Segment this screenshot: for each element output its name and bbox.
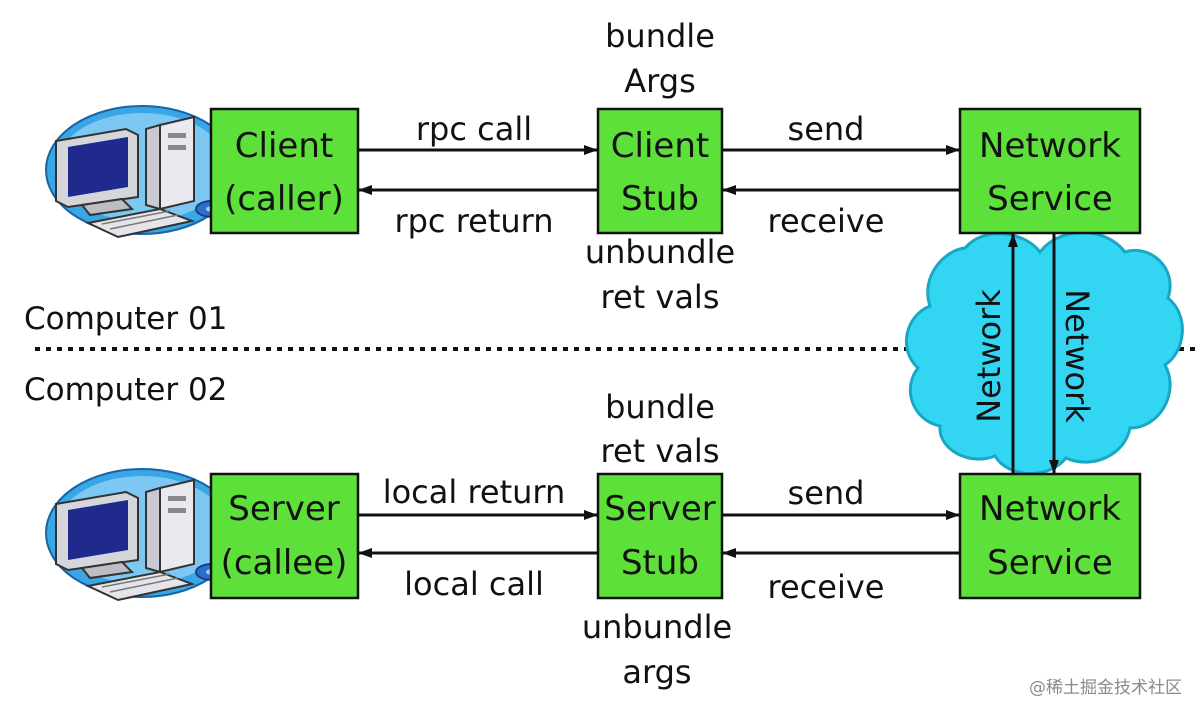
client-box: Client (caller): [209, 107, 360, 235]
svg-text:Service: Service: [987, 543, 1113, 583]
client-stub-box: Client Stub: [596, 107, 724, 235]
client-unbundle-note-line1: unbundle: [585, 233, 735, 271]
rpc-call-label: rpc call: [416, 110, 532, 148]
server-unbundle-note-line2: args: [622, 653, 691, 691]
local-call-label: local call: [404, 565, 544, 603]
network-down-label: Network: [1058, 289, 1096, 423]
client-bundle-note-line2: Args: [624, 62, 695, 100]
server-box: Server (callee): [209, 472, 360, 600]
computer-02-label: Computer 02: [24, 372, 227, 408]
network-cloud: [904, 231, 1184, 475]
svg-text:(caller): (caller): [224, 179, 344, 219]
svg-text:Network: Network: [979, 489, 1121, 529]
rpc-return-label: rpc return: [394, 202, 553, 240]
svg-text:Network: Network: [979, 126, 1121, 166]
svg-text:Stub: Stub: [621, 543, 699, 583]
network-service-top-box: Network Service: [958, 107, 1142, 235]
client-unbundle-note-line2: ret vals: [601, 278, 720, 316]
client-bundle-note-line1: bundle: [605, 17, 715, 55]
svg-text:(callee): (callee): [221, 543, 348, 583]
svg-text:Client: Client: [235, 126, 333, 166]
svg-text:Client: Client: [611, 126, 709, 166]
computer-top-icon: [45, 105, 239, 238]
local-return-label: local return: [383, 473, 566, 511]
server-bundle-note-line2: ret vals: [601, 432, 720, 470]
svg-text:Stub: Stub: [621, 179, 699, 219]
computer-bottom-icon: [45, 468, 239, 601]
svg-text:Server: Server: [228, 489, 340, 529]
server-bundle-note-line1: bundle: [605, 388, 715, 426]
computer-01-label: Computer 01: [24, 301, 227, 337]
watermark: @稀土掘金技术社区: [1029, 678, 1182, 698]
network-up-label: Network: [970, 289, 1008, 423]
svg-text:Server: Server: [604, 489, 716, 529]
server-unbundle-note-line1: unbundle: [582, 608, 732, 646]
receive-bottom-label: receive: [768, 568, 885, 606]
svg-text:Service: Service: [987, 179, 1113, 219]
send-bottom-label: send: [788, 474, 865, 512]
send-top-label: send: [788, 110, 865, 148]
network-service-bottom-box: Network Service: [958, 472, 1142, 600]
server-stub-box: Server Stub: [596, 472, 724, 600]
receive-top-label: receive: [768, 202, 885, 240]
